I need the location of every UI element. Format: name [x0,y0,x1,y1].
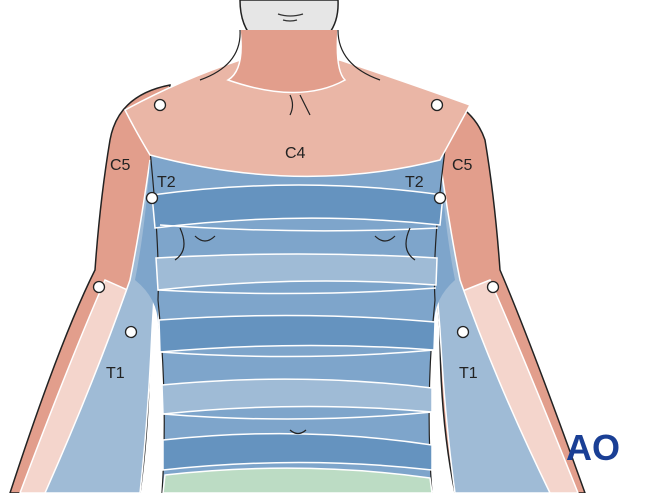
landmark-dots [92,98,500,339]
nipples [174,227,416,435]
label-c4: C4 [285,145,306,162]
label-c5-right: C5 [452,157,473,174]
left-arm-blue [44,159,161,493]
neck-outline [199,29,381,116]
mouth [277,13,304,22]
green-region [162,467,433,493]
label-c5-left: C5 [110,157,131,174]
label-t2-right: T2 [405,174,424,191]
label-t2-left: T2 [157,174,176,191]
ao-logo: AO [566,427,620,468]
neck [226,29,347,94]
right-arm-blue [429,159,551,493]
label-t1-right: T1 [459,365,478,382]
label-t1-left: T1 [106,365,125,382]
c4-region [124,59,472,178]
torso-bands [151,184,444,471]
